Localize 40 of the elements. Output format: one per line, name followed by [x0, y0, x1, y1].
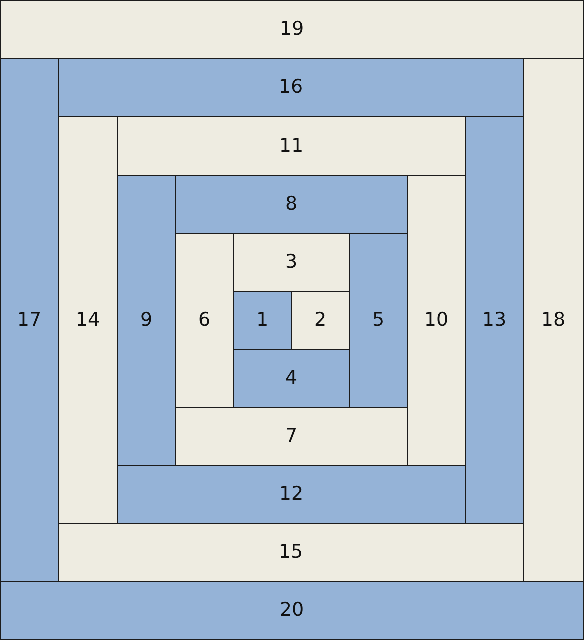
piece-number: 10 — [424, 311, 449, 330]
piece-number: 17 — [17, 310, 42, 330]
piece-number: 12 — [279, 485, 304, 504]
quilt-strip — [0, 58, 59, 582]
quilt-strip — [175, 233, 234, 408]
quilt-strip — [117, 175, 176, 466]
piece-number: 5 — [372, 311, 385, 330]
quilt-strip — [523, 58, 584, 582]
quilt-strip — [349, 233, 408, 408]
piece-number: 16 — [278, 78, 304, 97]
piece-number: 15 — [278, 543, 304, 562]
quilt-strip — [58, 116, 118, 524]
piece-number: 19 — [280, 20, 304, 39]
piece-number: 18 — [541, 310, 566, 330]
quilt-strip — [58, 523, 524, 582]
quilt-strip — [465, 116, 524, 524]
quilt-strip — [0, 581, 584, 640]
quilt-strip — [117, 116, 466, 176]
piece-number: 11 — [279, 136, 304, 156]
piece-number: 7 — [285, 427, 298, 446]
piece-number: 4 — [285, 369, 298, 388]
quilt-strip — [233, 291, 292, 350]
piece-number: 9 — [140, 311, 153, 330]
piece-number: 6 — [198, 311, 211, 330]
quilt-strip — [233, 233, 350, 292]
quilt-strip — [175, 407, 408, 466]
quilt-strip — [58, 58, 524, 117]
quilt-strip — [117, 465, 466, 524]
piece-number: 3 — [285, 253, 298, 272]
quilt-strip — [0, 0, 584, 59]
quilt-strip — [407, 175, 466, 466]
piece-number: 8 — [285, 195, 298, 214]
quilt-strip — [175, 175, 408, 234]
quilt-strip — [233, 349, 350, 408]
piece-number: 20 — [280, 601, 304, 620]
piece-number: 13 — [482, 310, 507, 330]
quilt-strip — [291, 291, 350, 350]
piece-number: 2 — [314, 311, 327, 330]
piece-number: 1 — [256, 311, 269, 330]
piece-number: 14 — [76, 310, 100, 330]
